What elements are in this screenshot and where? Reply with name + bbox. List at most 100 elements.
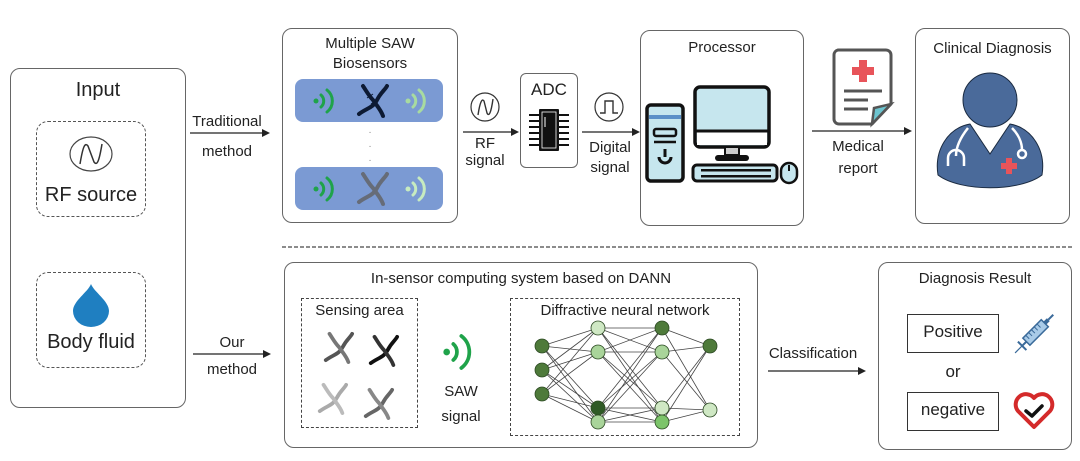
nn-connection xyxy=(597,351,663,409)
wifi-signal-icon xyxy=(405,176,426,202)
computer-icon xyxy=(645,85,799,185)
wifi-signal-icon xyxy=(443,334,472,370)
our-method-arrow xyxy=(193,350,271,358)
sensing-area-label: Sensing area xyxy=(315,302,404,319)
processor-title: Processor xyxy=(688,39,756,56)
wifi-signal-icon xyxy=(313,88,334,114)
dna-icon xyxy=(357,84,389,118)
nn-node xyxy=(534,386,550,402)
or-label: or xyxy=(945,362,961,381)
nn-connection xyxy=(661,345,711,353)
nn-connection xyxy=(597,327,663,353)
sensor-band-2 xyxy=(295,167,443,210)
medical-report-label-line1: Medical xyxy=(832,138,884,155)
in-sensor-title: In-sensor computing system based on DANN xyxy=(370,270,672,287)
nn-connection xyxy=(541,351,599,395)
nn-node xyxy=(654,400,670,416)
nn-node xyxy=(590,414,606,430)
body-fluid-box xyxy=(36,272,146,368)
nn-connection xyxy=(661,407,711,411)
section-divider xyxy=(282,246,1072,248)
nn-connection xyxy=(541,393,599,409)
nn-connection xyxy=(661,409,711,423)
water-drop-icon xyxy=(73,284,109,327)
nn-connection xyxy=(541,327,599,347)
rf-wave-icon xyxy=(470,92,500,122)
nn-connection xyxy=(661,345,711,409)
body-fluid-label: Body fluid xyxy=(47,331,135,353)
rf-signal-label-line2: signal xyxy=(465,152,505,169)
diffractive-nn-label: Diffractive neural network xyxy=(540,302,710,319)
medical-report-icon xyxy=(832,48,895,128)
heart-check-icon xyxy=(1013,392,1055,429)
medical-report-arrow xyxy=(812,127,912,135)
rf-wave-icon xyxy=(69,136,113,172)
nn-node xyxy=(590,344,606,360)
doctor-icon xyxy=(936,72,1044,189)
classification-arrow xyxy=(768,367,866,375)
nn-node xyxy=(654,344,670,360)
chip-icon xyxy=(529,109,569,151)
traditional-arrow xyxy=(190,129,270,137)
saw-panel-title-line2: Biosensors xyxy=(332,55,408,72)
negative-box xyxy=(907,392,999,431)
nn-node xyxy=(702,338,718,354)
nn-connection xyxy=(661,351,711,411)
nn-connection xyxy=(597,351,663,423)
nn-connection xyxy=(597,407,663,423)
wifi-signal-icon xyxy=(405,88,426,114)
negative-label: negative xyxy=(920,400,986,419)
dna-icon xyxy=(317,382,348,415)
nn-connection xyxy=(661,327,711,347)
digital-signal-label-line2: signal xyxy=(590,159,630,176)
in-sensor-computing-panel xyxy=(284,262,758,448)
nn-node xyxy=(654,320,670,336)
positive-label: Positive xyxy=(923,322,983,341)
nn-node xyxy=(654,414,670,430)
diffractive-nn-box xyxy=(510,298,740,436)
nn-connection xyxy=(597,327,663,423)
saw-panel-title-line1: Multiple SAW xyxy=(325,35,415,52)
traditional-label: Traditional xyxy=(192,113,262,130)
traditional-method-label: method xyxy=(201,143,253,160)
digital-signal-label-line1: Digital xyxy=(589,139,631,156)
diagnosis-result-title: Diagnosis Result xyxy=(918,270,1032,287)
sensing-area-box xyxy=(301,298,418,428)
dna-icon xyxy=(323,331,354,364)
nn-connection xyxy=(541,369,599,423)
nn-connection xyxy=(541,345,599,409)
dna-icon xyxy=(357,172,389,206)
nn-connection xyxy=(541,327,599,371)
positive-box xyxy=(907,314,999,353)
wifi-signal-icon xyxy=(313,176,334,202)
ellipsis-dots: ··· xyxy=(368,127,372,166)
dna-icon xyxy=(363,387,394,420)
nn-node xyxy=(534,338,550,354)
sensor-band-1 xyxy=(295,79,443,122)
nn-connection xyxy=(661,345,711,423)
nn-connection xyxy=(541,345,599,423)
medical-report-label-line2: report xyxy=(838,160,878,177)
nn-node xyxy=(590,400,606,416)
neural-network-icon xyxy=(534,320,718,430)
rf-source-label: RF source xyxy=(44,184,138,206)
rf-signal-arrow xyxy=(463,128,519,136)
nn-connection xyxy=(597,327,663,409)
input-title: Input xyxy=(75,79,121,101)
rf-signal-label-line1: RF xyxy=(475,135,495,152)
nn-connection xyxy=(541,327,599,395)
our-method-label: method xyxy=(206,361,258,378)
rf-source-box xyxy=(36,121,146,217)
adc-label: ADC xyxy=(531,80,567,99)
square-pulse-icon xyxy=(594,92,624,122)
dna-icon xyxy=(368,334,399,367)
nn-node xyxy=(534,362,550,378)
our-label: Our xyxy=(219,334,245,351)
digital-signal-arrow xyxy=(582,128,640,136)
syringe-icon xyxy=(1014,314,1054,354)
nn-connection xyxy=(541,369,599,409)
saw-signal-label-line1: SAW xyxy=(444,383,478,400)
nn-node xyxy=(702,402,718,418)
clinical-diagnosis-title: Clinical Diagnosis xyxy=(933,40,1052,57)
saw-signal-label-line2: signal xyxy=(441,408,481,425)
